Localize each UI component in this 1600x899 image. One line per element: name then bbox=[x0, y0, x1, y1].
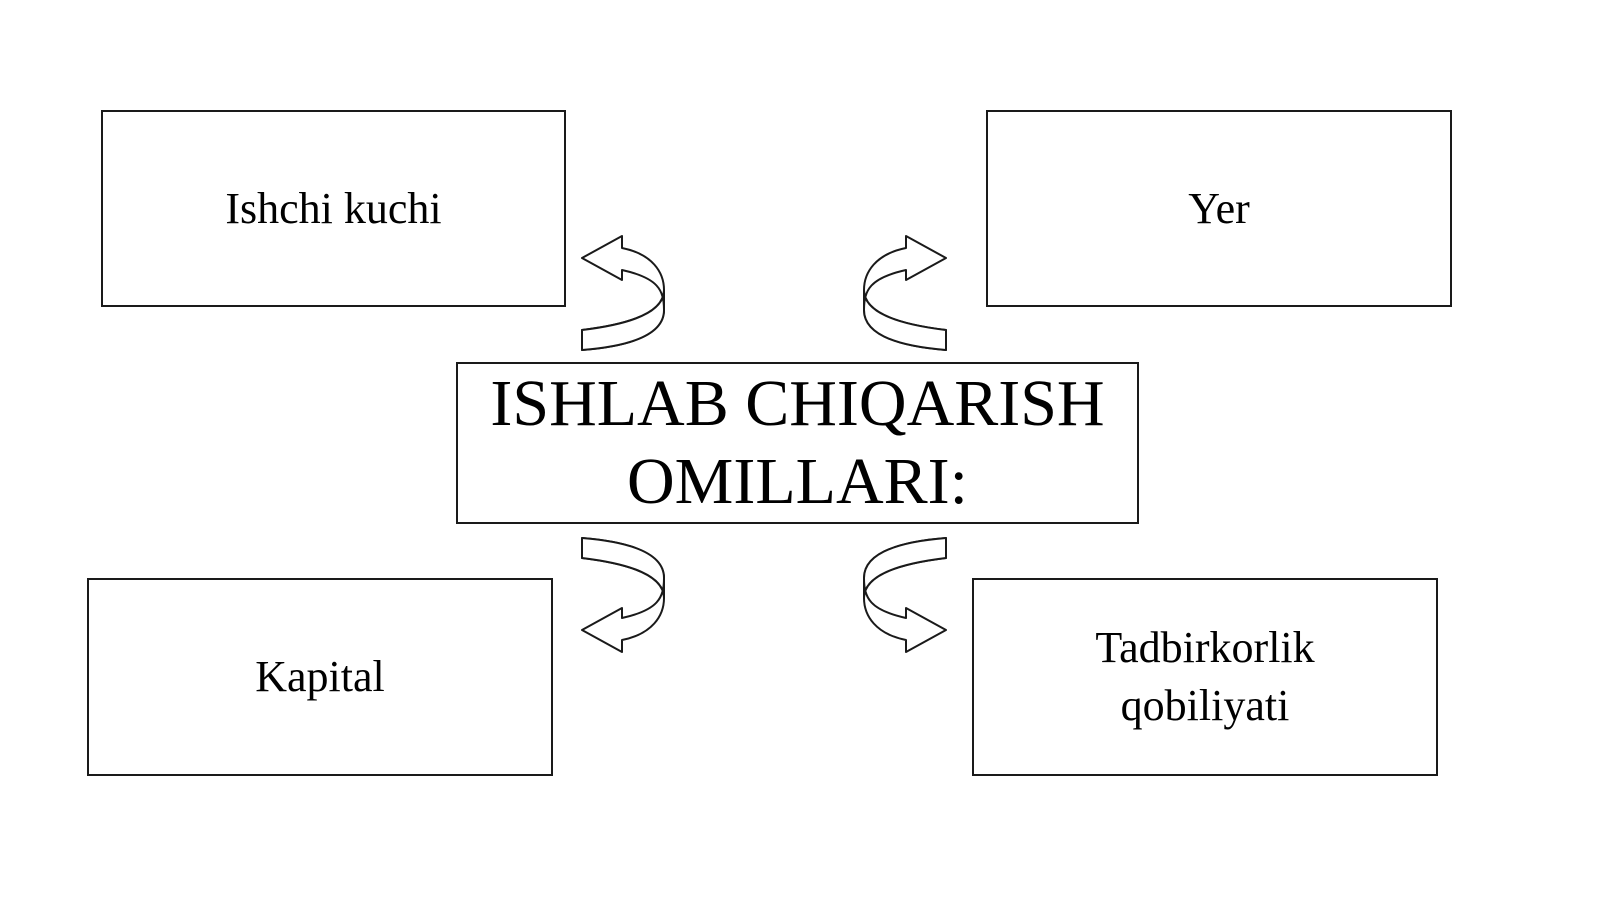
factor-label-capital: Kapital bbox=[255, 652, 385, 701]
factor-box-entrepreneurship: Tadbirkorlik qobiliyati bbox=[972, 578, 1438, 776]
curved-arrow-icon-top-left bbox=[581, 235, 665, 351]
curved-arrow-icon-top-right bbox=[863, 235, 947, 351]
curved-arrow-icon-bottom-right bbox=[863, 537, 947, 653]
factor-label-labor: Ishchi kuchi bbox=[225, 183, 442, 233]
curved-arrow-icon-bottom-left bbox=[581, 537, 665, 653]
central-concept-label: ISHLAB CHIQARISH OMILLARI: bbox=[490, 367, 1105, 518]
factor-box-labor: Ishchi kuchi bbox=[101, 110, 566, 307]
factor-box-capital: Kapital bbox=[87, 578, 553, 776]
factor-label-land: Yer bbox=[1188, 183, 1250, 233]
factor-box-land: Yer bbox=[986, 110, 1452, 307]
factor-label-entrepreneurship: Tadbirkorlik qobiliyati bbox=[1095, 623, 1315, 730]
central-concept-box: ISHLAB CHIQARISH OMILLARI: bbox=[456, 362, 1139, 524]
